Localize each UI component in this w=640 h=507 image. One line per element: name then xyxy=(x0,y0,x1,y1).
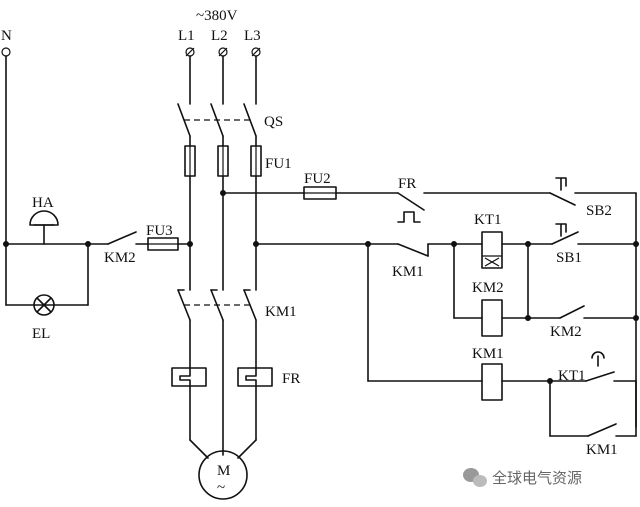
phase-conductors-low xyxy=(189,319,257,456)
km2-coil xyxy=(453,243,529,337)
junction-km2-left xyxy=(451,241,457,247)
lamp-icon xyxy=(33,294,55,316)
phase-l2-label: L2 xyxy=(211,28,228,44)
junction-sb1 xyxy=(633,241,639,247)
fu3-label: FU3 xyxy=(146,223,173,239)
km2-no-label: KM2 xyxy=(550,324,582,340)
km1-nc-contact xyxy=(367,243,455,257)
main-switch-qs xyxy=(177,103,257,147)
junction-neutral xyxy=(3,241,9,247)
horn-icon xyxy=(29,210,59,245)
thermal-relay-heater xyxy=(171,367,273,459)
km1-main-contacts xyxy=(177,289,257,321)
sb1-label: SB1 xyxy=(556,250,582,266)
fuse-fu1 xyxy=(184,145,262,177)
km2-aux-label: KM2 xyxy=(104,250,136,266)
phase-l1-label: L1 xyxy=(178,28,195,44)
fr-control-contact xyxy=(397,192,551,223)
kt1-coil-label: KT1 xyxy=(474,212,502,228)
motor-label: M xyxy=(217,463,230,479)
sb2-label: SB2 xyxy=(586,203,612,219)
neutral-terminal xyxy=(1,47,11,57)
phase-conductors xyxy=(189,55,257,105)
junction-km2-no-right xyxy=(633,315,639,321)
km1-nc-label: KM1 xyxy=(392,264,424,280)
phase-l3-label: L3 xyxy=(244,28,261,44)
km1-coil-label: KM1 xyxy=(472,346,504,362)
neutral-label: N xyxy=(1,28,12,44)
fu2-label: FU2 xyxy=(304,171,331,187)
motor-ac-glyph: ~ xyxy=(217,480,225,496)
watermark-text: 全球电气资源 xyxy=(492,469,582,487)
fuse-fu3 xyxy=(147,237,191,251)
fr-contact-label: FR xyxy=(398,176,416,192)
ha-label: HA xyxy=(32,195,54,211)
kt1-contact-label: KT1 xyxy=(558,368,586,384)
kt1-coil xyxy=(453,231,529,269)
fuse-fu2 xyxy=(222,186,399,200)
km1-no-contact xyxy=(549,380,637,437)
sb1-start-button xyxy=(527,223,637,245)
km1-coil xyxy=(481,363,551,401)
phase-terminals xyxy=(185,47,261,57)
kt1-timed-contact xyxy=(549,351,637,382)
fr-heater-label: FR xyxy=(282,371,300,387)
qs-label: QS xyxy=(264,114,283,130)
fu1-label: FU1 xyxy=(265,156,292,172)
supply-voltage-label: ~380V xyxy=(196,8,238,24)
wechat-icon xyxy=(463,468,487,487)
neutral-line xyxy=(5,55,89,306)
km1-main-label: KM1 xyxy=(265,304,297,320)
motor xyxy=(198,450,248,500)
km2-no-contact xyxy=(527,305,637,319)
el-label: EL xyxy=(32,326,50,342)
km1-no-label: KM1 xyxy=(586,442,618,458)
km2-aux-contact xyxy=(87,231,149,245)
km2-coil-label: KM2 xyxy=(472,280,504,296)
control-rail xyxy=(255,243,483,382)
